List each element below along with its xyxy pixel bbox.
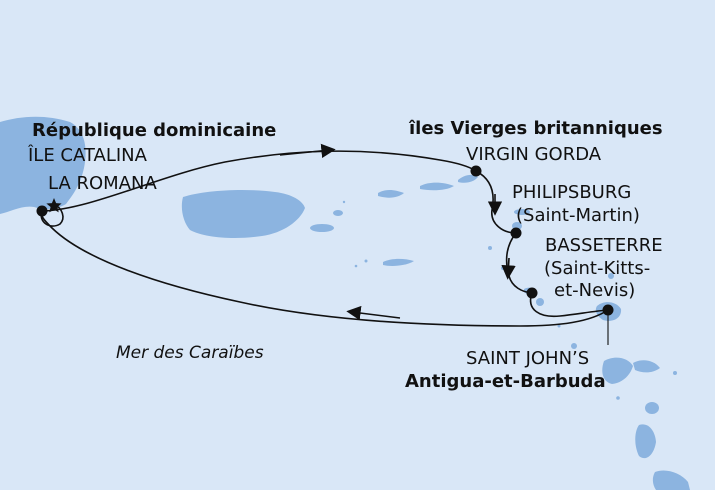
- port-dot-basseterre: [526, 287, 538, 299]
- land-guadeloupe: [602, 357, 660, 384]
- route-leg-philipsburg-basseterre: [505, 232, 533, 294]
- route-lines: [40, 143, 609, 345]
- port-star-catalina: [46, 198, 62, 213]
- label-port-basseterre-sub2: et-Nevis): [554, 280, 636, 301]
- port-dot-saint-johns: [602, 304, 614, 316]
- port-dot-philipsburg: [510, 227, 522, 239]
- route-leg-basseterre-stjohns: [529, 292, 609, 318]
- land-martinique: [652, 470, 690, 490]
- label-port-la-romana: LA ROMANA: [48, 173, 157, 194]
- land-virgin-gorda: [458, 174, 478, 183]
- label-port-basseterre-sub1: (Saint-Kitts-: [544, 258, 651, 279]
- land-marie-galante: [645, 402, 659, 414]
- route-leg-return: [40, 210, 609, 327]
- label-port-catalina: ÎLE CATALINA: [28, 145, 147, 166]
- label-region-rep-dom: République dominicaine: [32, 120, 277, 141]
- land-islet-b: [354, 264, 358, 268]
- land-islet-a: [364, 259, 368, 263]
- land-culebra: [333, 210, 343, 216]
- label-sea: Mer des Caraïbes: [116, 343, 264, 363]
- label-region-antigua: Antigua-et-Barbuda: [405, 371, 606, 392]
- route-arrow-return: [346, 305, 401, 321]
- land-islet-c: [342, 200, 346, 204]
- label-port-philipsburg: PHILIPSBURG: [512, 182, 632, 203]
- route-arrow-philipsburg: [501, 257, 516, 280]
- land-hispaniola: [0, 116, 86, 214]
- land-tortola: [420, 182, 454, 191]
- port-markers: [36, 165, 614, 316]
- land-nevis: [536, 298, 544, 306]
- land-st-eustatius: [501, 266, 505, 270]
- route-arrow-outbound: [279, 143, 336, 159]
- land-desirade: [673, 371, 677, 375]
- label-region-bvi: îles Vierges britanniques: [409, 118, 663, 139]
- route-leg-outbound: [41, 150, 477, 212]
- label-port-virgin-gorda: VIRGIN GORDA: [466, 144, 602, 165]
- land-barbuda: [608, 273, 614, 279]
- land-saba: [488, 246, 492, 250]
- land-redonda: [557, 324, 561, 328]
- route-leg-vg-philipsburg: [475, 170, 517, 234]
- label-port-philipsburg-sub: (Saint-Martin): [516, 205, 640, 226]
- land-anguilla: [514, 209, 530, 215]
- port-dot-la-romana: [36, 205, 48, 217]
- land-puerto-rico: [181, 189, 305, 238]
- land-vieques: [310, 224, 334, 232]
- route-catalina-loop: [40, 204, 64, 227]
- land-dominica: [635, 424, 656, 459]
- land-masses: [0, 116, 690, 490]
- label-port-saint-johns: SAINT JOHN’S: [466, 348, 590, 369]
- land-st-croix: [383, 258, 414, 266]
- label-port-basseterre: BASSETERRE: [545, 235, 663, 256]
- port-dot-virgin-gorda: [470, 165, 482, 177]
- land-les-saintes: [616, 396, 620, 400]
- land-st-thomas: [378, 189, 404, 198]
- land-montserrat: [571, 343, 577, 349]
